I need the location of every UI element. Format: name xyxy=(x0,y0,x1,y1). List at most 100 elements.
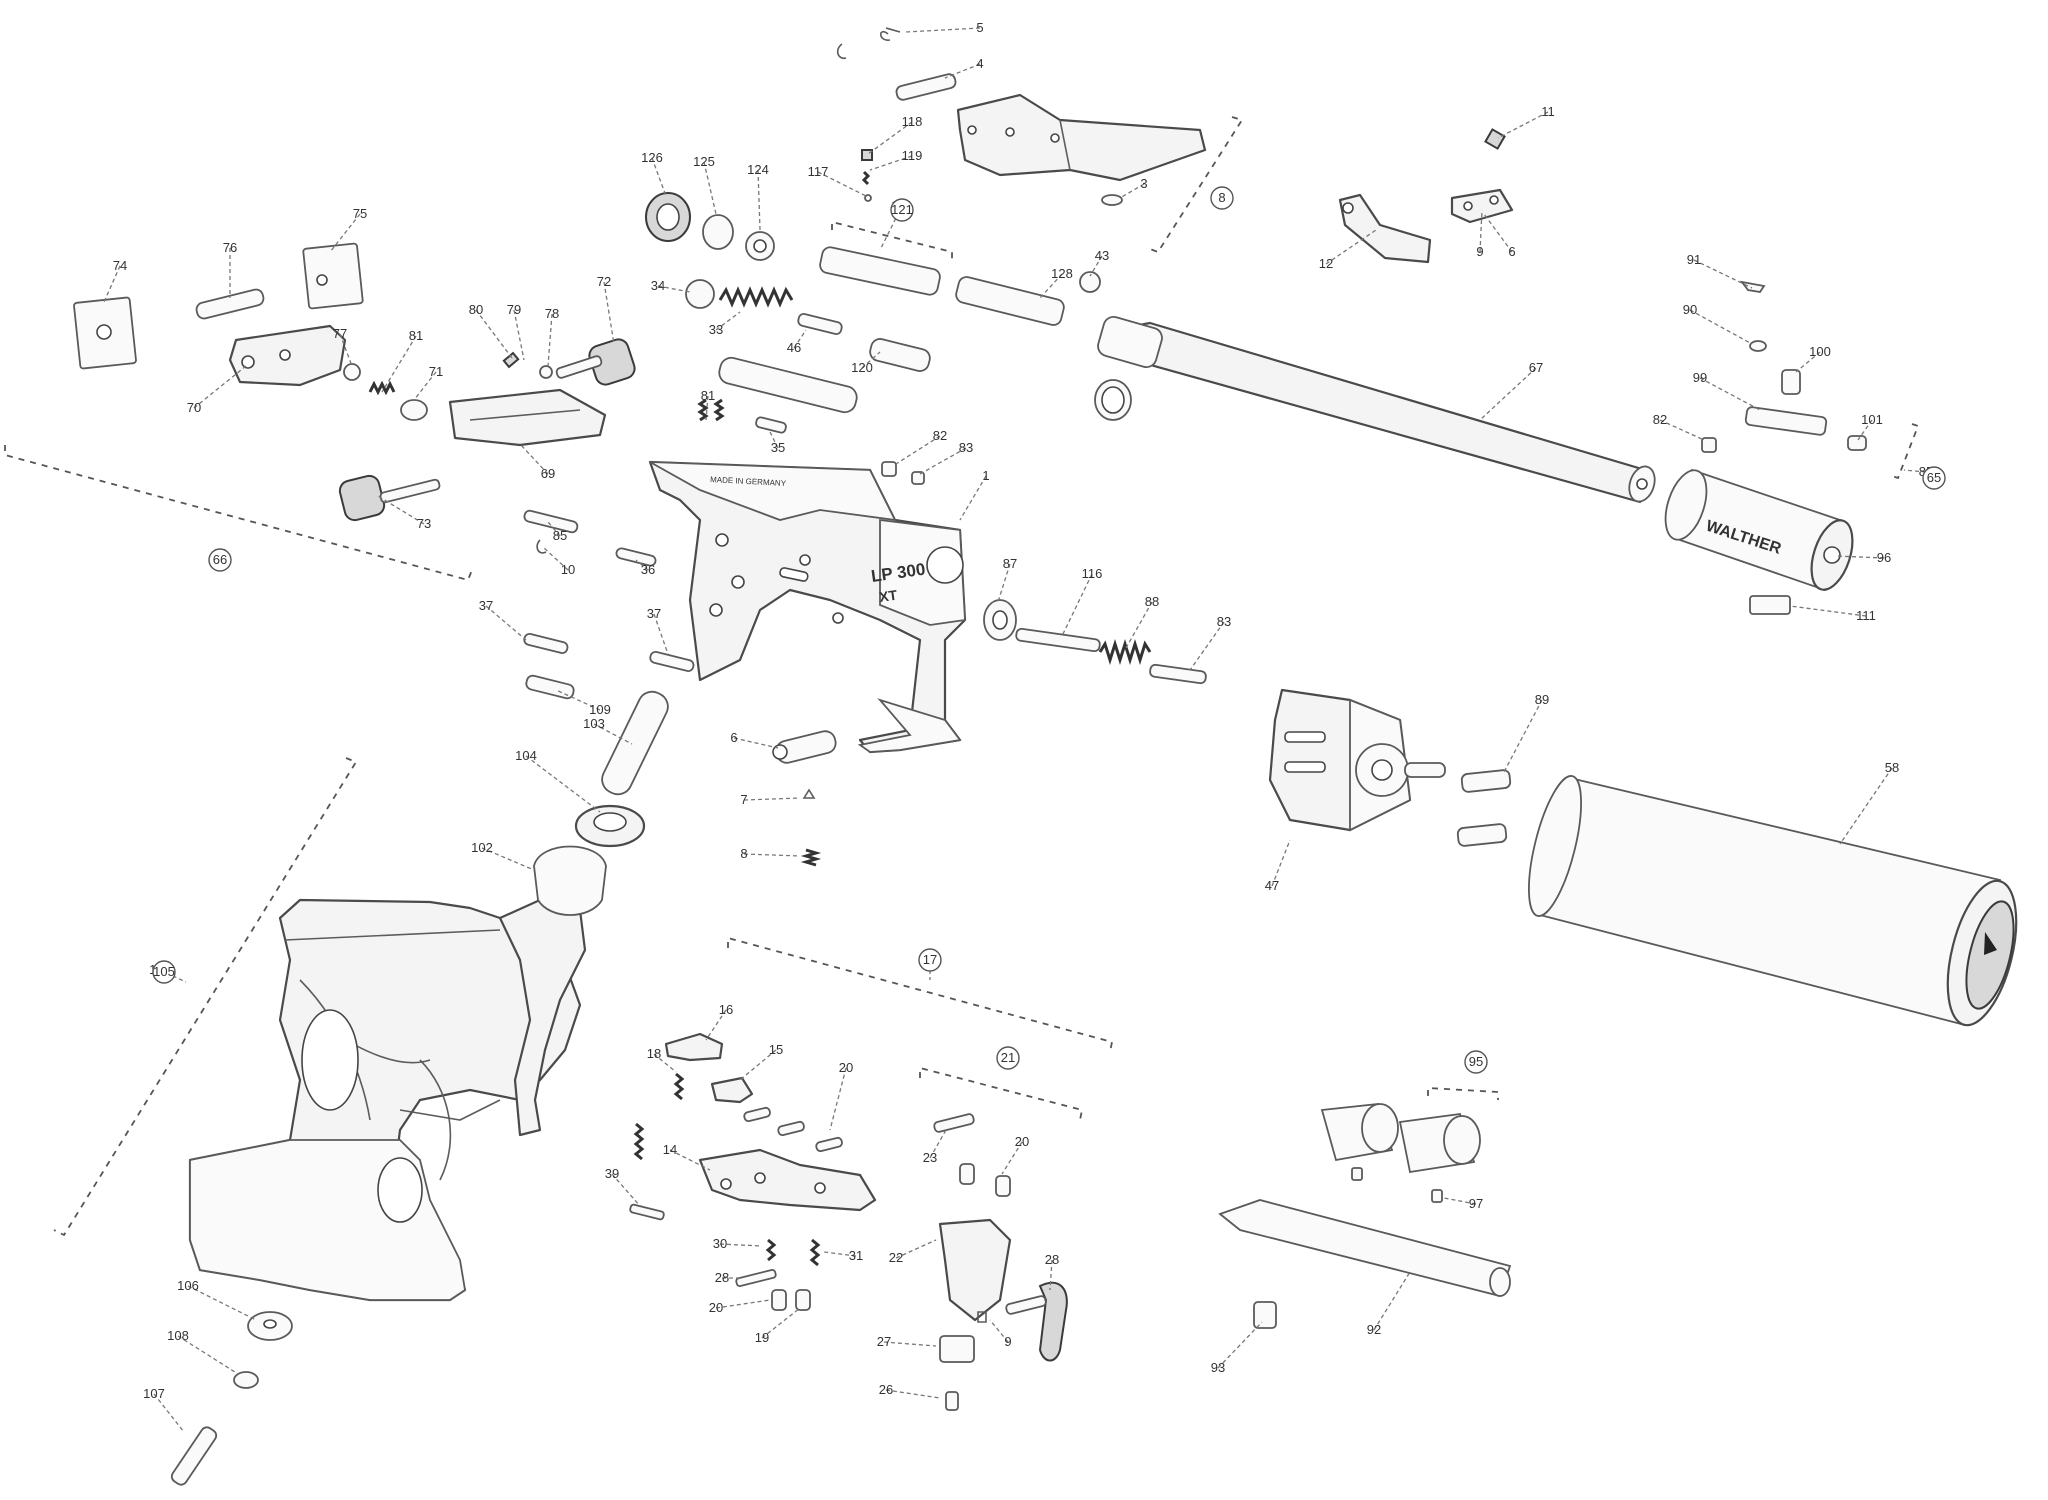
callout-number: 100 xyxy=(1809,344,1831,359)
callout-number: 75 xyxy=(353,206,367,221)
callout-leader xyxy=(1061,573,1093,637)
callout-number: 120 xyxy=(851,360,873,375)
sight-carrier-69-detail xyxy=(469,409,581,421)
sleeve-rear xyxy=(1664,469,1708,541)
knob-73-shaft xyxy=(379,478,441,504)
callout-leader xyxy=(793,329,807,349)
group-marker xyxy=(996,1046,1020,1070)
grip-hardware xyxy=(170,1311,293,1486)
plate-9 xyxy=(1450,188,1514,224)
callout-number: 83 xyxy=(1217,614,1231,629)
callout-number: 80 xyxy=(469,302,483,317)
bracket-8 xyxy=(1149,116,1244,254)
frame-marking-maker: MADE IN GERMANY xyxy=(710,475,787,488)
part-7 xyxy=(802,788,816,799)
air-cylinder xyxy=(1528,775,2018,1027)
washer-108 xyxy=(233,1371,259,1389)
callout-number: 101 xyxy=(1861,412,1883,427)
callout-leader xyxy=(1503,699,1543,773)
group-number: 17 xyxy=(923,952,937,967)
trigger-assembly xyxy=(629,1032,1068,1411)
callout-leader xyxy=(1325,229,1377,265)
callout-number: 102 xyxy=(471,840,493,855)
frame-hole-1 xyxy=(715,533,729,547)
callout-number: 82 xyxy=(1653,412,1667,427)
callout-leader xyxy=(603,281,615,345)
callout-leader xyxy=(611,1173,641,1207)
frame-trigger-guard xyxy=(857,698,962,753)
group-marker xyxy=(918,948,942,972)
callout-leader xyxy=(193,365,247,409)
barrel-sleeve: WALTHER xyxy=(1664,468,1854,592)
callout-number: 23 xyxy=(923,1150,937,1165)
spring-30 xyxy=(765,1238,777,1262)
group-number: 66 xyxy=(213,552,227,567)
callout-number: 36 xyxy=(641,562,655,577)
frame-hole-5 xyxy=(832,612,844,624)
pin-26 xyxy=(945,1391,959,1411)
callout-number: 93 xyxy=(1211,1360,1225,1375)
callout-leader xyxy=(481,847,535,871)
callout-leader xyxy=(829,1067,847,1131)
clip-arc xyxy=(836,43,847,60)
screw-25 xyxy=(735,1269,777,1287)
callout-leader xyxy=(757,169,761,231)
group-number: 105 xyxy=(153,964,175,979)
callout-leader xyxy=(635,559,649,571)
callout-leader xyxy=(895,1239,937,1259)
callout-leader xyxy=(525,755,601,813)
weight-a-face xyxy=(1361,1103,1399,1153)
callout-number: 111 xyxy=(1856,608,1876,623)
bar-92 xyxy=(1218,1199,1512,1298)
callout-leader xyxy=(929,1129,947,1159)
nut-71 xyxy=(400,399,428,421)
upper-mechanism xyxy=(645,27,1506,485)
callout-number: 81 xyxy=(701,388,715,403)
cylinder-logo-mark xyxy=(1984,932,1997,955)
pin-20f xyxy=(995,1175,1011,1197)
lever-12 xyxy=(1338,193,1432,264)
trigger-body-22 xyxy=(938,1218,1012,1322)
callout-number: 71 xyxy=(429,364,443,379)
callout-number: 109 xyxy=(589,702,611,717)
sear-14-hole-2 xyxy=(754,1172,766,1184)
screw-80 xyxy=(502,351,520,369)
cylinder-rear-cap xyxy=(1528,775,1582,917)
pin-9 xyxy=(977,1311,987,1323)
callout-leader xyxy=(187,1285,257,1321)
valve-nipple xyxy=(1404,762,1446,778)
screw-91 xyxy=(1739,280,1766,293)
cap-34 xyxy=(685,279,715,309)
group-number: 95 xyxy=(1469,1054,1483,1069)
callout-number: 89 xyxy=(1535,692,1549,707)
frame-part: LP 300 XT MADE IN GERMANY xyxy=(648,460,967,754)
pin-28 xyxy=(1005,1295,1047,1315)
group-marker xyxy=(1210,186,1234,210)
callout-leader xyxy=(733,737,779,749)
grip-stock xyxy=(188,898,587,1302)
bracket-65 xyxy=(1888,423,1920,480)
pin-36 xyxy=(615,547,657,567)
callout-leader xyxy=(1835,555,1885,559)
levers xyxy=(1338,188,1514,264)
callout-leader xyxy=(944,63,981,79)
group-number: 65 xyxy=(1927,470,1941,485)
callout-number: 116 xyxy=(1082,566,1103,581)
callout-number: 82 xyxy=(933,428,947,443)
valve-port xyxy=(1371,759,1393,781)
callout-leader xyxy=(329,213,361,253)
callout-leader xyxy=(657,285,691,293)
weights xyxy=(1218,1103,1512,1329)
plate-9-hole-2 xyxy=(1489,195,1499,205)
callout-leader xyxy=(1699,377,1761,411)
callout-number: 128 xyxy=(1051,266,1073,281)
bracket-95 xyxy=(1427,1087,1499,1100)
callout-number: 81 xyxy=(409,328,423,343)
callout-leader xyxy=(485,605,527,641)
frame-top-rail xyxy=(649,461,897,522)
screw-97a xyxy=(1351,1167,1363,1181)
disc-125 xyxy=(702,214,734,250)
sight-carrier-69 xyxy=(448,388,607,447)
sear-14-hole-3 xyxy=(814,1182,826,1194)
callout-leader xyxy=(653,613,669,655)
